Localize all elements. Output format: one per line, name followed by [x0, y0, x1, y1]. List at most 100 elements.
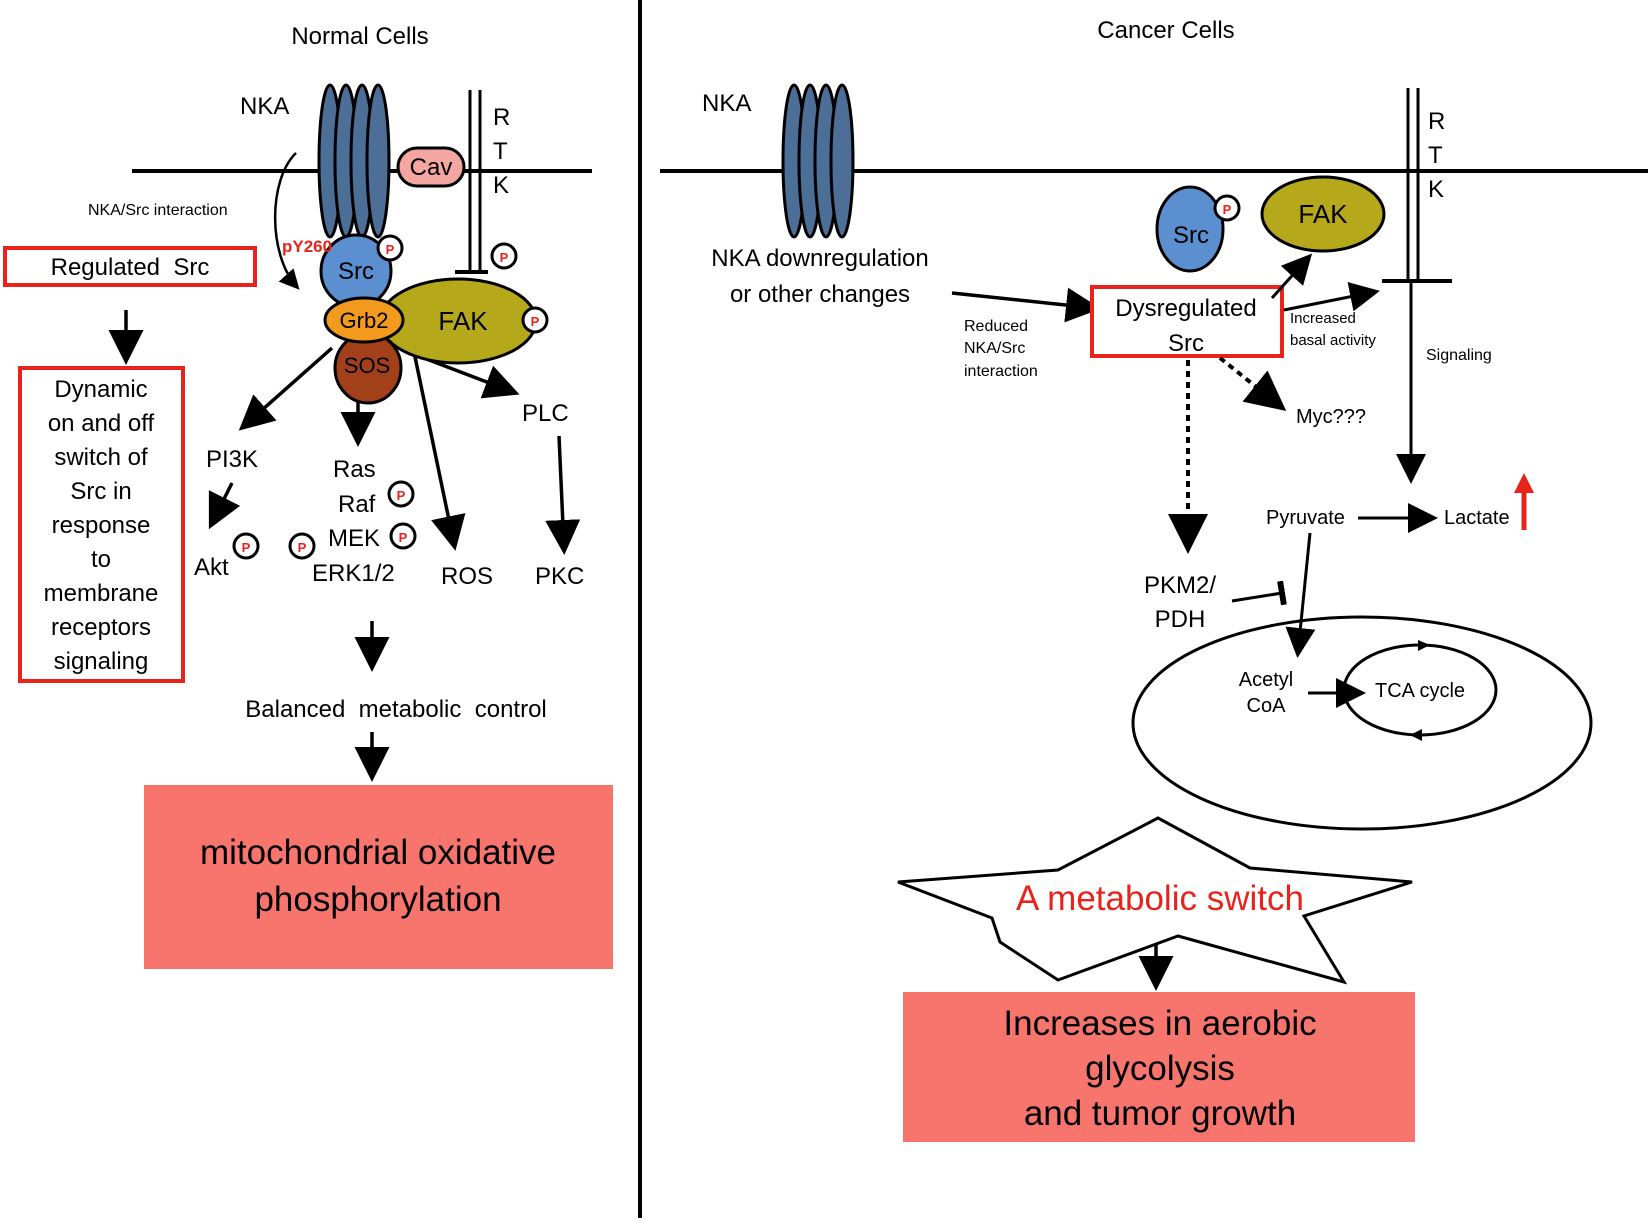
ros-label: ROS — [441, 563, 493, 590]
normal-grb2-shape — [323, 296, 405, 344]
reduced-line-2: NKA/Src — [964, 340, 1025, 357]
increased-line-1: Increased — [1290, 310, 1356, 327]
erk-label: ERK1/2 — [312, 560, 395, 587]
result-box — [903, 992, 1415, 1142]
downreg-to-src-arrow — [951, 287, 1101, 323]
erk-phospho-badge: P — [288, 532, 316, 560]
oxphos-line-2: phosphorylation — [254, 880, 501, 919]
cancer-nka-label: NKA — [702, 90, 751, 117]
svg-text:P: P — [1223, 202, 1232, 217]
acetyl-line-2: CoA — [1247, 695, 1287, 717]
fak-phospho-badge: P — [521, 306, 549, 334]
cav-label: Cav — [410, 154, 453, 181]
svg-text:P: P — [399, 530, 408, 545]
reduced-line-1: Reduced — [964, 318, 1028, 335]
metabolic-switch-star — [897, 816, 1413, 985]
normal-nka-label: NKA — [240, 93, 289, 120]
mek-phospho-badge: P — [389, 522, 417, 550]
svg-text:P: P — [386, 242, 395, 257]
cancer-src-label: Src — [1173, 222, 1209, 249]
result-line-3: and tumor growth — [1024, 1094, 1296, 1133]
pkm2-inhibition — [1231, 580, 1287, 606]
dynamic-line-9: signaling — [54, 648, 149, 675]
tca-arrowhead-top — [1418, 640, 1430, 651]
downreg-line-2: or other changes — [730, 281, 910, 308]
pyruvate-label: Pyruvate — [1266, 507, 1345, 529]
plc-to-pkc-arrow — [545, 435, 581, 555]
mitochondrion-shape — [1131, 615, 1593, 831]
normal-fak-label: FAK — [438, 306, 488, 336]
py260-label: pY260 — [282, 237, 332, 256]
normal-src-label: Src — [338, 258, 374, 285]
result-line-2: glycolysis — [1085, 1049, 1235, 1088]
regulated-src-label: Regulated Src — [51, 254, 210, 281]
raf-label: Raf — [338, 491, 376, 518]
cancer-fak-shape — [1260, 175, 1386, 253]
pi3k-to-akt-arrow — [208, 482, 241, 530]
normal-rtk-t: T — [493, 138, 508, 165]
balanced-label: Balanced metabolic control — [245, 696, 547, 723]
cancer-src-phospho-badge: P — [1213, 194, 1241, 222]
oxphos-line-1: mitochondrial oxidative — [200, 833, 556, 872]
dynamic-line-8: receptors — [51, 614, 151, 641]
cancer-rtk-r: R — [1428, 108, 1445, 135]
reduced-line-3: interaction — [964, 363, 1038, 380]
dysregulated-line-2: Src — [1168, 330, 1204, 357]
cancer-cells-panel: Cancer Cells NKA R T K Signaling Src P — [660, 17, 1648, 1142]
mek-label: MEK — [328, 525, 380, 552]
svg-text:P: P — [397, 488, 406, 503]
svg-text:P: P — [298, 540, 307, 555]
pi3k-label: PI3K — [206, 446, 258, 473]
signaling-label: Signaling — [1426, 347, 1492, 364]
cancer-title: Cancer Cells — [1097, 17, 1234, 44]
arrow-to-pi3k — [238, 346, 334, 431]
tca-arrowhead-bottom — [1410, 729, 1422, 741]
dynamic-line-2: on and off — [48, 410, 155, 437]
metabolic-switch-label: A metabolic switch — [1016, 879, 1304, 918]
interaction-arrow — [273, 152, 300, 290]
interaction-label: NKA/Src interaction — [88, 202, 228, 219]
tca-label: TCA cycle — [1375, 680, 1465, 702]
src-to-fak-arrow — [1270, 253, 1313, 300]
normal-rtk-r: R — [493, 104, 510, 131]
lactate-label: Lactate — [1444, 507, 1510, 529]
src-to-rtk-arrow — [1283, 281, 1380, 312]
rtk-phospho-badge: P — [490, 242, 518, 270]
normal-nka-pump — [317, 83, 391, 239]
cancer-rtk-receptor — [1382, 88, 1452, 283]
svg-text:P: P — [242, 540, 251, 555]
normal-sos-label: SOS — [344, 353, 390, 378]
akt-label: Akt — [194, 554, 229, 581]
arrow-to-ros — [412, 351, 466, 551]
src-phospho-badge: P — [376, 234, 404, 262]
src-to-myc-dotted-arrow — [1218, 356, 1287, 411]
dynamic-line-5: response — [52, 512, 151, 539]
cancer-nka-pump — [781, 83, 855, 239]
normal-cells-panel: Normal Cells NKA Cav R T K P NKA/Src in — [3, 23, 613, 969]
pyruvate-to-acetyl-arrow — [1285, 532, 1316, 658]
acetyl-line-1: Acetyl — [1239, 669, 1293, 691]
svg-text:P: P — [500, 250, 509, 265]
pkm2-line-2: PDH — [1155, 606, 1206, 633]
increased-line-2: basal activity — [1290, 332, 1376, 349]
dynamic-line-4: Src in — [70, 478, 131, 505]
plc-label: PLC — [522, 400, 569, 427]
downreg-line-1: NKA downregulation — [711, 245, 928, 272]
normal-rtk-k: K — [493, 172, 509, 199]
cancer-src-shape — [1155, 185, 1225, 273]
result-line-1: Increases in aerobic — [1003, 1004, 1316, 1043]
normal-title: Normal Cells — [291, 23, 428, 50]
dysregulated-src-box — [1090, 285, 1284, 358]
oxphos-box — [144, 785, 613, 969]
svg-text:P: P — [531, 314, 540, 329]
raf-phospho-badge: P — [387, 480, 415, 508]
dynamic-switch-box — [18, 366, 185, 683]
pkm2-line-1: PKM2/ — [1144, 572, 1216, 599]
myc-label: Myc??? — [1296, 406, 1366, 428]
dynamic-line-7: membrane — [44, 580, 159, 607]
dynamic-line-6: to — [91, 546, 111, 573]
cancer-rtk-k: K — [1428, 176, 1444, 203]
ras-label: Ras — [333, 456, 376, 483]
